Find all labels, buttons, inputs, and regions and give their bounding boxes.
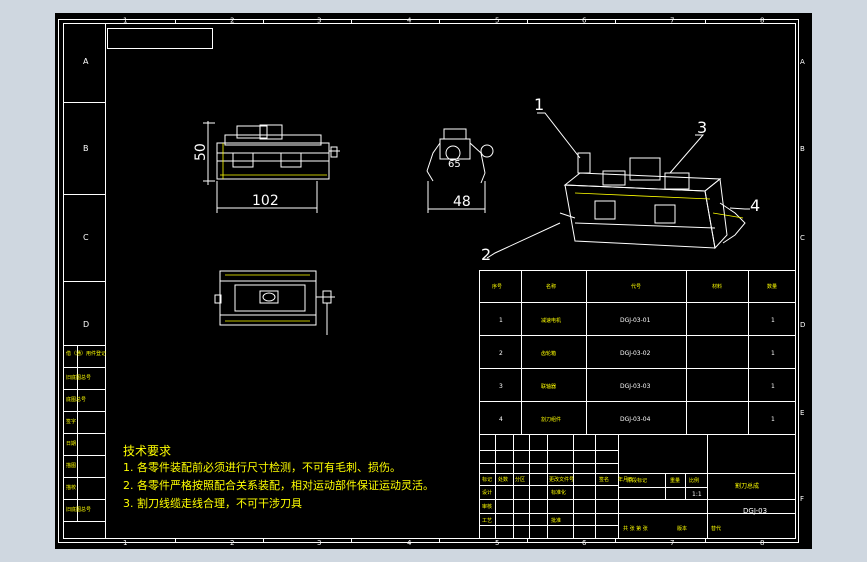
parts-table-cell-name: 割刀组件: [541, 416, 561, 423]
rev-header: 签名: [599, 476, 609, 483]
parts-table-cell-name: 联轴器: [541, 383, 556, 390]
frame-column-number-bottom: 6: [582, 539, 587, 547]
row-letter-right-e: E: [800, 409, 804, 417]
frame-column-number-bottom: 8: [760, 539, 764, 547]
row-letter-b: B: [83, 144, 89, 153]
side-view[interactable]: [426, 128, 494, 213]
row-label-design: 设计: [482, 489, 492, 496]
sidebar-label: 底图总号: [66, 396, 86, 403]
top-view[interactable]: [214, 270, 335, 335]
cad-drawing-canvas[interactable]: 1 2 3 4 5 6 7 8 1 2 3 4 5 6 7 8 A B C D A B C D E F 借（通…: [55, 13, 812, 549]
rev-header: 标记: [482, 476, 492, 483]
sidebar-label: 旧底图总号: [66, 374, 91, 381]
sidebar-label: 借（通）用件登记: [66, 350, 106, 357]
parts-table: [479, 270, 796, 435]
parts-table-cell-qty: 1: [771, 416, 775, 423]
front-view-height-dimension: 50: [193, 143, 209, 161]
parts-table-cell-qty: 1: [771, 317, 775, 324]
scale-label: 比例: [689, 477, 699, 484]
frame-column-number-top: 3: [317, 17, 321, 25]
parts-table-cell-code: DGJ-03-04: [620, 416, 651, 423]
rev-header: 年月日: [618, 476, 633, 483]
parts-table-cell-no: 1: [499, 317, 503, 324]
sidebar-label: 描校: [66, 484, 76, 491]
weight-label: 重量: [670, 477, 680, 484]
tech-requirement-line: 3. 割刀线缆走线合理，不可干涉刀具: [123, 496, 302, 510]
parts-table-cell-qty: 1: [771, 350, 775, 357]
row-letter-d: D: [83, 320, 89, 329]
rev-header: 更改文件号: [549, 476, 574, 483]
parts-table-cell-code: DGJ-03-03: [620, 383, 651, 390]
sign-label-standard: 标准化: [551, 489, 566, 496]
frame-column-number-bottom: 2: [230, 539, 234, 547]
sidebar-label: 描图: [66, 462, 76, 469]
drawing-code: DGJ-03: [743, 507, 767, 515]
parts-header-no: 序号: [492, 283, 502, 290]
row-letter-right-b: B: [800, 145, 805, 153]
side-view-width-dimension: 48: [453, 194, 471, 210]
sidebar-label: 日期: [66, 441, 76, 447]
callout-4: 4: [750, 196, 760, 215]
parts-header-code: 代号: [631, 283, 641, 290]
rev-header: 处数: [498, 476, 508, 483]
scale-value: 1:1: [692, 491, 702, 498]
parts-table-cell-no: 3: [499, 383, 503, 390]
frame-column-number-bottom: 7: [670, 539, 674, 547]
parts-table-cell-no: 4: [499, 416, 503, 423]
parts-table-cell-qty: 1: [771, 383, 775, 390]
sidebar-label: 旧底图总号: [66, 506, 91, 513]
parts-table-cell-no: 2: [499, 350, 503, 357]
drawing-sheet: 1 2 3 4 5 6 7 8 1 2 3 4 5 6 7 8 A B C D A B C D E F 借（通…: [58, 17, 805, 547]
sheet-text: 共 张 第 张: [623, 525, 648, 532]
frame-column-number-top: 1: [123, 17, 127, 25]
parts-table-cell-name: 减速电机: [541, 317, 561, 324]
parts-table-cell-code: DGJ-03-02: [620, 350, 651, 357]
callout-2: 2: [481, 245, 491, 264]
parts-header-qty: 数量: [767, 283, 777, 290]
front-view[interactable]: [203, 121, 340, 213]
front-view-width-dimension: 102: [252, 193, 279, 209]
substitute-label: 替代: [711, 525, 721, 532]
parts-header-name: 名称: [546, 283, 556, 290]
row-letter-right-f: F: [800, 495, 804, 503]
frame-column-number-top: 6: [582, 17, 587, 25]
side-view-extra-dimension: 65: [448, 159, 461, 170]
frame-column-number-bottom: 5: [495, 539, 499, 547]
frame-column-number-bottom: 3: [317, 539, 321, 547]
sidebar-label: 签字: [66, 418, 76, 425]
frame-column-number-top: 7: [670, 17, 674, 25]
frame-column-number-top: 4: [407, 17, 412, 25]
isometric-view[interactable]: [559, 152, 746, 250]
tech-requirements-title: 技术要求: [123, 444, 171, 458]
frame-column-number-top: 5: [495, 17, 499, 25]
frame-column-number-top: 8: [760, 17, 764, 25]
row-letter-right-c: C: [800, 234, 805, 242]
frame-column-number-top: 2: [230, 17, 234, 25]
row-label-review: 审核: [482, 503, 492, 510]
parts-table-cell-code: DGJ-03-01: [620, 317, 651, 324]
drawing-name: 割刀总成: [735, 482, 759, 490]
frame-column-number-bottom: 1: [123, 539, 127, 547]
parts-header-material: 材料: [712, 283, 722, 290]
tech-requirement-line: 2. 各零件严格按照配合关系装配，相对运动部件保证运动灵活。: [123, 478, 434, 492]
row-letter-c: C: [83, 233, 89, 242]
sign-label-approve: 批准: [551, 517, 561, 524]
tech-requirement-line: 1. 各零件装配前必须进行尺寸检测，不可有毛刺、损伤。: [123, 460, 401, 474]
frame-column-number-bottom: 4: [407, 539, 412, 547]
parts-table-cell-name: 齿轮箱: [541, 350, 556, 357]
callout-3: 3: [697, 118, 707, 137]
row-letter-right-d: D: [800, 321, 805, 329]
row-label-process: 工艺: [482, 518, 492, 524]
callout-1: 1: [534, 95, 544, 114]
corner-tag-box: [107, 28, 213, 49]
row-letter-a: A: [83, 57, 89, 66]
rev-header: 分区: [515, 476, 525, 483]
stage-label: 阶段标记: [627, 477, 647, 484]
outer-frame: [58, 19, 799, 543]
row-letter-right-a: A: [800, 58, 805, 66]
version-label: 版本: [677, 525, 687, 532]
title-block: [479, 434, 796, 539]
